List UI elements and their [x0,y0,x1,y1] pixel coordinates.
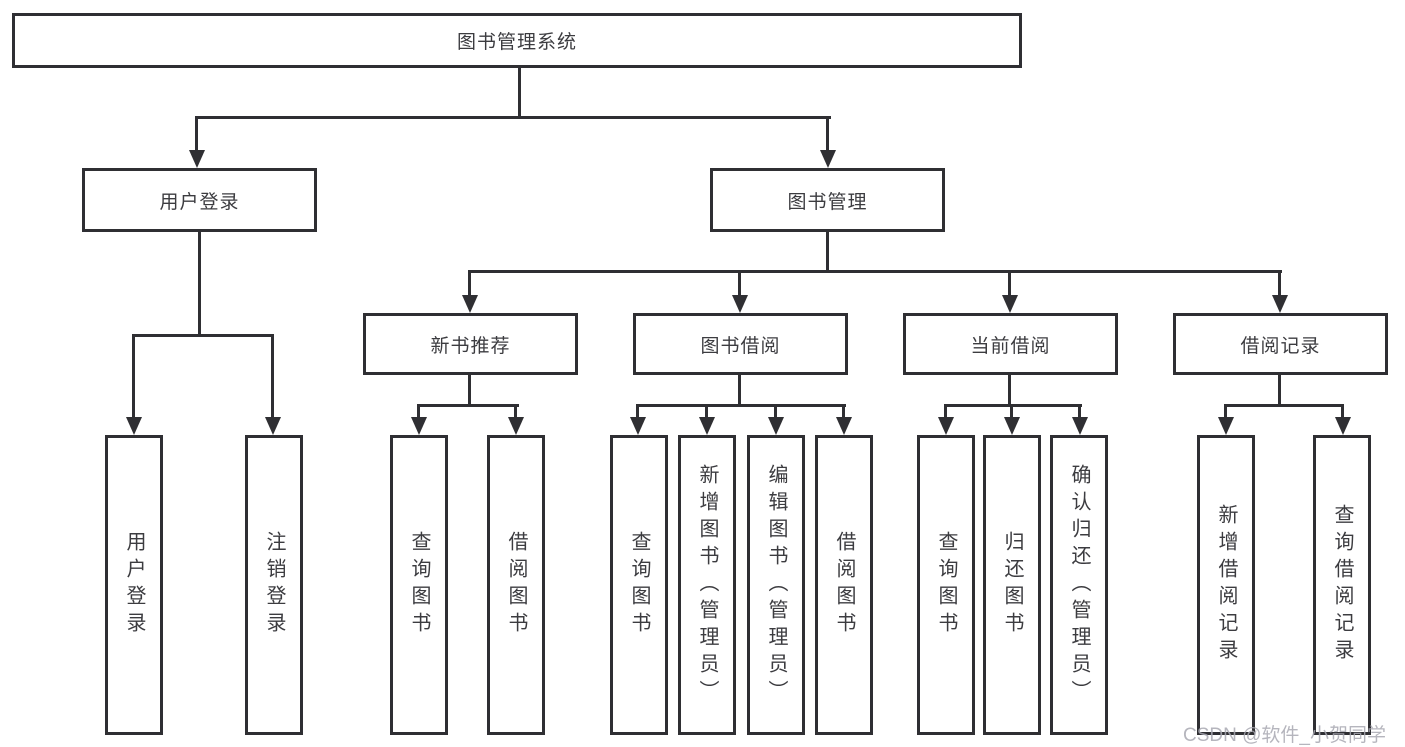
leaf-query-borrow-record: 查询借阅记录 [1313,435,1371,735]
leaf-add-borrow-record: 新增借阅记录 [1197,435,1255,735]
connector-line [944,404,947,420]
arrowhead-icon [1072,417,1088,435]
connector-line [514,404,517,420]
connector-line [1224,404,1227,420]
node-book-management: 图书管理 [710,168,945,232]
arrowhead-icon [768,417,784,435]
leaf-query-books: 查询图书 [917,435,975,735]
arrowhead-icon [732,295,748,313]
arrowhead-icon [126,417,142,435]
connector-line [518,68,521,118]
arrowhead-icon [462,295,478,313]
connector-line [132,334,135,419]
arrowhead-icon [1335,417,1351,435]
csdn-watermark: CSDN @软件_小贺同学 [1183,725,1386,746]
connector-line [1278,270,1281,299]
connector-line [271,334,274,419]
connector-line [636,404,846,407]
connector-line [195,116,198,152]
connector-line [132,334,274,337]
connector-line [636,404,639,420]
arrowhead-icon [265,417,281,435]
node-new-book-recommend: 新书推荐 [363,313,578,375]
connector-line [468,270,471,299]
connector-line [774,404,777,420]
arrowhead-icon [699,417,715,435]
arrowhead-icon [1004,417,1020,435]
connector-line [738,270,741,299]
node-library-management-system: 图书管理系统 [12,13,1022,68]
arrowhead-icon [1002,295,1018,313]
leaf-return-books: 归还图书 [983,435,1041,735]
arrowhead-icon [938,417,954,435]
connector-line [944,404,1082,407]
leaf-logout: 注销登录 [245,435,303,735]
node-borrow-records: 借阅记录 [1173,313,1388,375]
arrowhead-icon [1218,417,1234,435]
leaf-query-books: 查询图书 [610,435,668,735]
leaf-query-books: 查询图书 [390,435,448,735]
connector-line [1078,404,1081,420]
connector-line [738,375,741,407]
connector-line [198,232,201,337]
leaf-edit-books-admin: 编辑图书（管理员） [747,435,805,735]
arrowhead-icon [411,417,427,435]
arrowhead-icon [508,417,524,435]
connector-line [1010,404,1013,420]
node-current-borrow: 当前借阅 [903,313,1118,375]
connector-line [826,232,829,273]
leaf-user-login: 用户登录 [105,435,163,735]
connector-line [417,404,519,407]
arrowhead-icon [189,150,205,168]
connector-line [826,116,829,152]
connector-line [842,404,845,420]
leaf-add-books-admin: 新增图书（管理员） [678,435,736,735]
connector-line [468,270,1282,273]
connector-line [1278,375,1281,407]
connector-line [195,116,831,119]
connector-line [468,375,471,407]
node-book-borrow: 图书借阅 [633,313,848,375]
connector-line [1224,404,1344,407]
arrowhead-icon [1272,295,1288,313]
connector-line [1008,375,1011,407]
arrowhead-icon [820,150,836,168]
node-user-login: 用户登录 [82,168,317,232]
arrowhead-icon [630,417,646,435]
connector-line [1341,404,1344,420]
arrowhead-icon [836,417,852,435]
connector-line [705,404,708,420]
leaf-borrow-books: 借阅图书 [815,435,873,735]
leaf-borrow-books: 借阅图书 [487,435,545,735]
connector-line [417,404,420,420]
leaf-confirm-return-admin: 确认归还（管理员） [1050,435,1108,735]
connector-line [1008,270,1011,299]
